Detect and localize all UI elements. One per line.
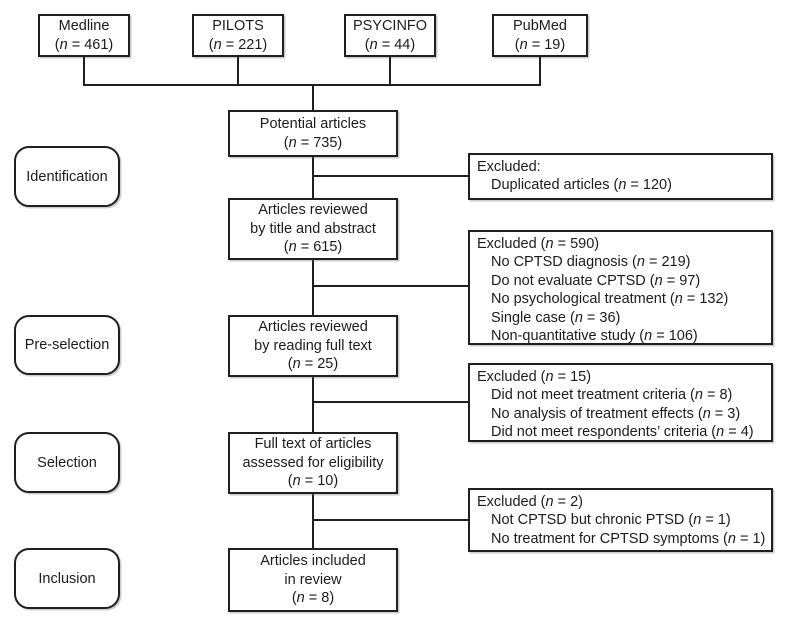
source-count: (n = 44)	[364, 36, 416, 53]
excluded-item: Did not meet treatment criteria (n = 8)	[491, 387, 733, 404]
excluded-item: Do not evaluate CPTSD (n = 97)	[491, 272, 701, 289]
source-box-psycinfo: PSYCINFO (n = 44)	[344, 14, 436, 57]
stage-text: Inclusion	[38, 570, 96, 587]
excluded-box-title-abstract-stage: Excluded (n = 590) No CPTSD diagnosis (n…	[468, 230, 773, 345]
flow-count: (n = 615)	[283, 239, 343, 256]
connector-spine-1	[312, 157, 314, 198]
flow-line: assessed for eligibility	[242, 454, 384, 471]
flow-box-potential-articles: Potential articles (n = 735)	[228, 110, 398, 157]
excluded-item: Did not meet respondents’ criteria (n = …	[491, 424, 754, 441]
excluded-box-full-text-stage: Excluded (n = 15) Did not meet treatment…	[468, 363, 773, 442]
excluded-item: No CPTSD diagnosis (n = 219)	[491, 254, 691, 271]
connector-stem-psycinfo	[389, 57, 391, 86]
source-count: (n = 221)	[208, 36, 268, 53]
flow-line: Articles included	[260, 553, 366, 570]
stage-label-selection: Selection	[14, 432, 120, 493]
flow-line: in review	[284, 571, 342, 588]
connector-spine-3	[312, 377, 314, 432]
stage-label-pre-selection: Pre-selection	[14, 315, 120, 375]
flow-line: Full text of articles	[254, 436, 372, 453]
connector-spine-to-potential	[312, 84, 314, 110]
excluded-header: Excluded (n = 590)	[477, 236, 600, 252]
connector-branch-excluded-590	[313, 285, 468, 287]
connector-spine-2	[312, 260, 314, 315]
excluded-item: Non-quantitative study (n = 106)	[491, 328, 698, 345]
excluded-header: Excluded (n = 15)	[477, 369, 592, 385]
flow-line: Potential articles	[259, 116, 367, 132]
excluded-box-duplicates: Excluded: Duplicated articles (n = 120)	[468, 153, 773, 200]
excluded-item: No psychological treatment (n = 132)	[491, 291, 729, 308]
flow-line: Articles reviewed	[258, 319, 368, 336]
excluded-item: Duplicated articles (n = 120)	[491, 177, 672, 194]
excluded-box-eligibility-stage: Excluded (n = 2) Not CPTSD but chronic P…	[468, 488, 773, 552]
stage-label-identification: Identification	[14, 146, 120, 207]
connector-branch-excluded-2	[313, 519, 468, 521]
flow-box-title-abstract-review: Articles reviewed by title and abstract …	[228, 198, 398, 260]
flow-box-included-in-review: Articles included in review (n = 8)	[228, 548, 398, 612]
stage-label-inclusion: Inclusion	[14, 548, 120, 609]
source-box-pubmed: PubMed (n = 19)	[492, 14, 588, 57]
connector-branch-excluded-15	[313, 401, 468, 403]
connector-stem-pubmed	[539, 57, 541, 86]
flow-box-full-text-review: Articles reviewed by reading full text (…	[228, 315, 398, 377]
stage-text: Pre-selection	[24, 337, 110, 353]
flow-line: by title and abstract	[250, 220, 376, 237]
source-name: PubMed	[512, 18, 567, 34]
source-count: (n = 19)	[514, 36, 566, 53]
flow-box-eligibility-assessment: Full text of articles assessed for eligi…	[228, 432, 398, 494]
flow-line: Articles reviewed	[258, 202, 368, 219]
flow-count: (n = 25)	[287, 356, 339, 373]
flow-count: (n = 735)	[283, 134, 343, 151]
flow-line: by reading full text	[254, 337, 372, 354]
excluded-header: Excluded:	[477, 159, 541, 175]
stage-text: Identification	[26, 168, 108, 185]
source-box-pilots: PILOTS (n = 221)	[192, 14, 284, 57]
flow-count: (n = 10)	[287, 473, 339, 490]
connector-stem-pilots	[237, 57, 239, 86]
excluded-item: Not CPTSD but chronic PTSD (n = 1)	[491, 512, 731, 529]
source-name: PSYCINFO	[352, 18, 428, 34]
excluded-item: No treatment for CPTSD symptoms (n = 1)	[491, 530, 766, 547]
flow-count: (n = 8)	[291, 590, 335, 607]
excluded-header: Excluded (n = 2)	[477, 494, 584, 510]
source-box-medline: Medline (n = 461)	[38, 14, 130, 57]
source-name: PILOTS	[212, 18, 264, 34]
connector-stem-medline	[83, 57, 85, 86]
excluded-item: No analysis of treatment effects (n = 3)	[491, 405, 741, 422]
source-count: (n = 461)	[54, 36, 114, 53]
connector-spine-4	[312, 494, 314, 548]
connector-branch-excluded-duplicates	[313, 175, 468, 177]
stage-text: Selection	[37, 454, 97, 471]
excluded-item: Single case (n = 36)	[491, 309, 621, 326]
source-name: Medline	[58, 18, 110, 34]
